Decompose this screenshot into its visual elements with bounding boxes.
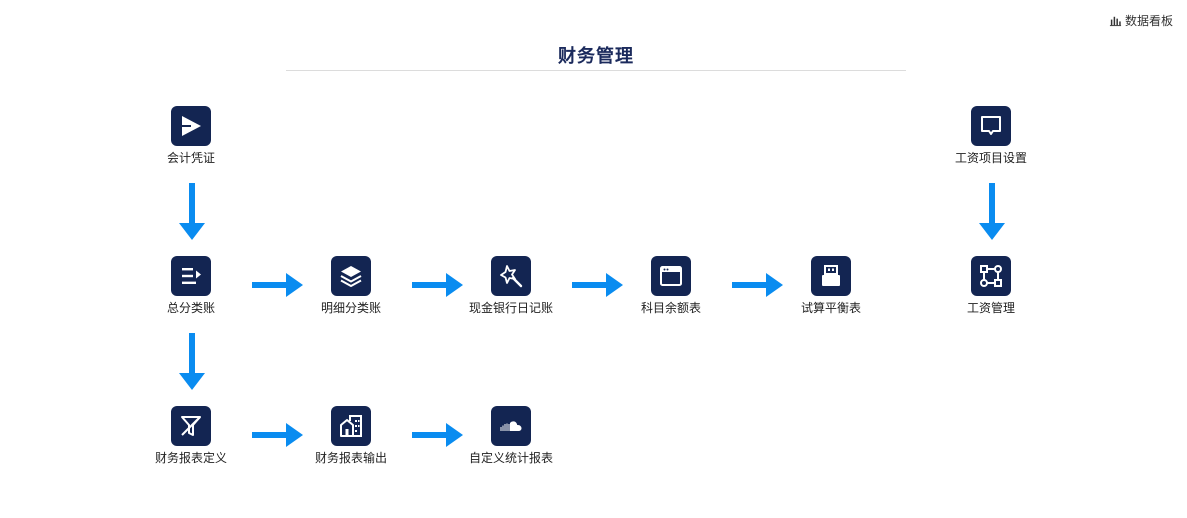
send-icon — [182, 116, 201, 136]
node-subject-balance-label: 科目余额表 — [640, 301, 701, 315]
node-voucher[interactable]: 会计凭证 — [131, 106, 251, 166]
usb-drive-icon — [822, 265, 840, 286]
node-voucher-label: 会计凭证 — [166, 151, 215, 165]
arrow-right-general-to-detail — [252, 273, 303, 297]
node-custom-report-label: 自定义统计报表 — [468, 451, 553, 465]
node-custom-report[interactable]: 自定义统计报表 — [451, 406, 571, 466]
arrow-right-output-to-custom — [412, 423, 463, 447]
bar-chart-icon — [1109, 16, 1122, 27]
building-icon — [340, 415, 362, 437]
browser-window-icon — [660, 266, 682, 286]
layers-icon — [340, 266, 362, 287]
arrow-down-salary-settings-to-management — [979, 183, 1005, 240]
node-salary-item-settings[interactable]: 工资项目设置 — [931, 106, 1051, 166]
dashboard-link-label: 数据看板 — [1124, 14, 1173, 28]
arrow-right-definition-to-output — [252, 423, 303, 447]
page-title: 财务管理 — [558, 46, 634, 67]
dashboard-link[interactable]: 数据看板 — [1109, 12, 1173, 29]
message-icon — [981, 116, 1001, 135]
node-report-output[interactable]: 财务报表输出 — [291, 406, 411, 466]
title-divider — [286, 70, 906, 71]
node-salary-item-settings-label: 工资项目设置 — [954, 151, 1027, 165]
node-general-ledger[interactable]: 总分类账 — [131, 256, 251, 316]
node-report-output-label: 财务报表输出 — [314, 451, 387, 465]
node-cash-bank-journal-label: 现金银行日记账 — [468, 301, 553, 315]
arrow-down-voucher-to-general — [179, 183, 205, 240]
node-subject-balance[interactable]: 科目余额表 — [611, 256, 731, 316]
node-trial-balance[interactable]: 试算平衡表 — [771, 256, 891, 316]
node-cash-bank-journal[interactable]: 现金银行日记账 — [451, 256, 571, 316]
arrow-right-detail-to-cash — [412, 273, 463, 297]
soundcloud-icon — [500, 421, 522, 431]
flow-nodes-icon — [980, 265, 1002, 287]
node-detail-ledger-label: 明细分类账 — [320, 301, 381, 315]
node-general-ledger-label: 总分类账 — [166, 301, 215, 315]
node-salary-management[interactable]: 工资管理 — [931, 256, 1051, 316]
magic-wand-icon — [500, 265, 523, 288]
node-report-definition[interactable]: 财务报表定义 — [131, 406, 251, 466]
node-report-definition-label: 财务报表定义 — [154, 451, 227, 465]
arrow-right-subject-to-trial — [732, 273, 783, 297]
node-trial-balance-label: 试算平衡表 — [800, 301, 861, 315]
arrow-down-general-to-report-definition — [179, 333, 205, 390]
filter-off-icon — [181, 416, 201, 436]
list-indent-icon — [182, 268, 201, 284]
node-detail-ledger[interactable]: 明细分类账 — [291, 256, 411, 316]
node-salary-management-label: 工资管理 — [966, 301, 1015, 315]
arrow-right-cash-to-subject — [572, 273, 623, 297]
